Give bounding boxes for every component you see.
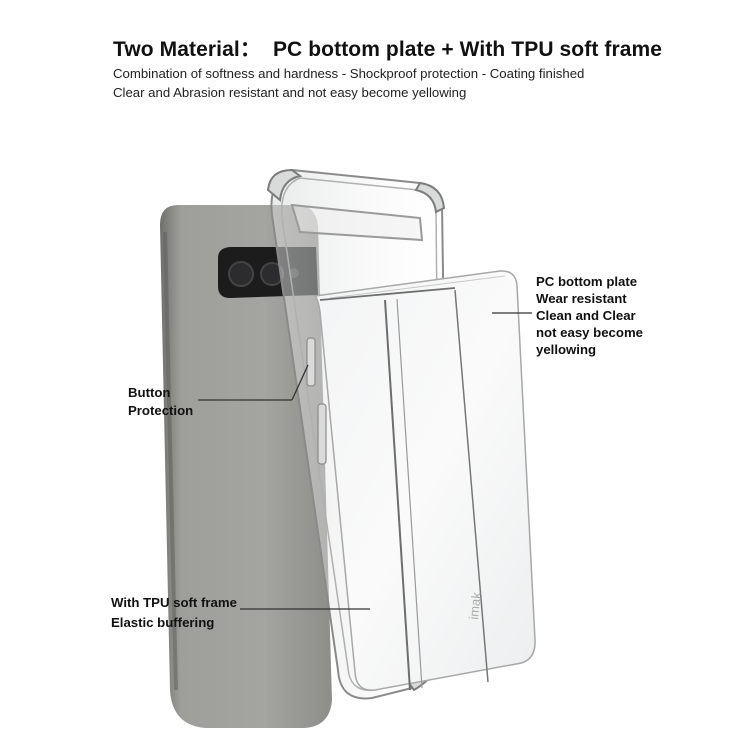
callout-tpu-frame: With TPU soft frame Elastic buffering <box>111 593 237 633</box>
imak-brand-mark: imak <box>466 591 484 620</box>
page-title: Two Material： PC bottom plate + With TPU … <box>113 36 662 64</box>
callout-line: Button <box>128 385 171 400</box>
title-prefix: Two Material： <box>113 38 261 61</box>
callout-line: Protection <box>128 403 194 418</box>
callout-line: yellowing <box>536 342 597 357</box>
callout-line: not easy become <box>536 325 644 340</box>
callout-line: Wear resistant <box>536 291 627 306</box>
subtitle-line-1: Combination of softness and hardness - S… <box>113 66 585 81</box>
callout-line: PC bottom plate <box>536 274 638 289</box>
callout-line: Elastic buffering <box>111 615 215 630</box>
callout-pc-plate: PC bottom plate Wear resistant Clean and… <box>536 273 643 358</box>
title-main: PC bottom plate + With TPU soft frame <box>272 38 663 61</box>
pc-bottom-plate <box>312 270 536 691</box>
camera-lens-1 <box>228 261 254 287</box>
header: Two Material： PC bottom plate + With TPU … <box>113 36 662 102</box>
subtitle-line-2: Clear and Abrasion resistant and not eas… <box>113 85 467 100</box>
callout-button-protection: Button Protection <box>128 384 193 420</box>
callout-line: With TPU soft frame <box>111 595 237 610</box>
callout-line: Clean and Clear <box>536 308 636 323</box>
